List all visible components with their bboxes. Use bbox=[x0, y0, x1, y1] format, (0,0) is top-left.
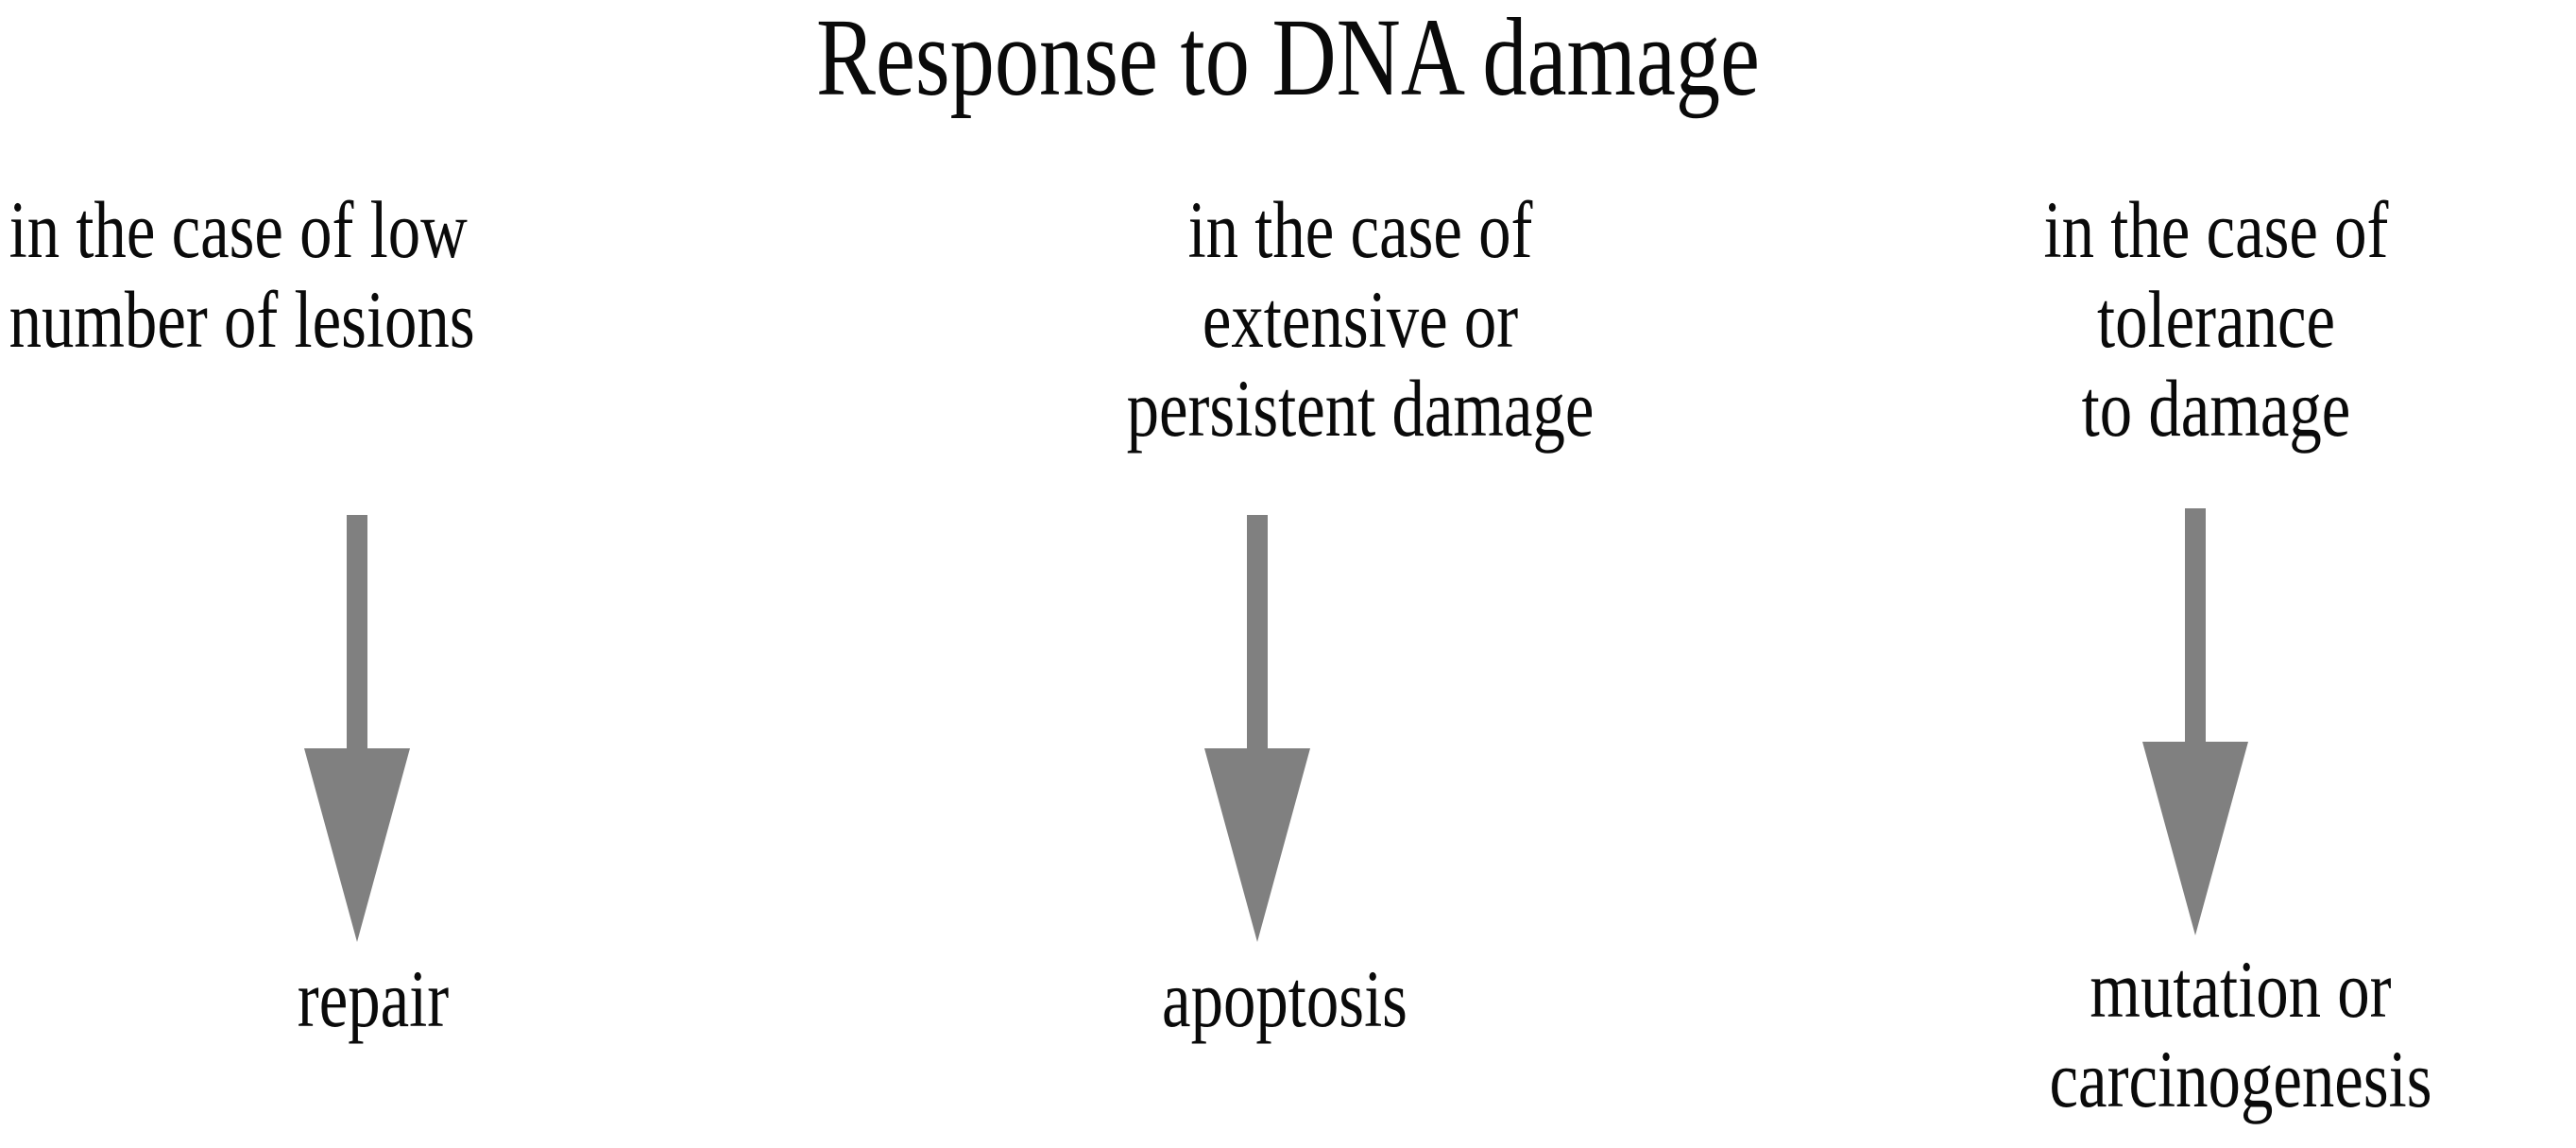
condition-label-repair: in the case of low number of lesions bbox=[0, 185, 620, 364]
down-arrow-icon bbox=[1204, 515, 1310, 942]
outcome-line: apoptosis bbox=[1162, 953, 1407, 1044]
condition-line: in the case of bbox=[1187, 184, 1533, 275]
page-title: Response to DNA damage bbox=[816, 0, 1760, 119]
condition-line: persistent damage bbox=[1126, 363, 1595, 454]
down-arrow-icon bbox=[2142, 508, 2248, 935]
outcome-line: carcinogenesis bbox=[2049, 1033, 2432, 1124]
condition-line: number of lesions bbox=[9, 273, 475, 365]
condition-line: in the case of low bbox=[9, 184, 468, 275]
condition-line: in the case of bbox=[2043, 184, 2389, 275]
outcome-label-apoptosis: apoptosis bbox=[960, 954, 1610, 1044]
condition-line: to damage bbox=[2081, 363, 2351, 454]
down-arrow-icon bbox=[304, 515, 410, 942]
outcome-line: repair bbox=[297, 953, 450, 1044]
outcome-line: mutation or bbox=[2090, 944, 2392, 1035]
outcome-label-mutation: mutation or carcinogenesis bbox=[1953, 945, 2529, 1123]
condition-line: tolerance bbox=[2096, 273, 2336, 365]
branch-mutation: in the case of tolerance to damage mutat… bbox=[1856, 0, 2576, 1148]
condition-label-apoptosis: in the case of extensive or persistent d… bbox=[1035, 185, 1685, 454]
branch-repair: in the case of low number of lesions rep… bbox=[0, 0, 775, 1148]
condition-line: extensive or bbox=[1202, 273, 1519, 365]
outcome-label-repair: repair bbox=[63, 954, 683, 1044]
condition-label-mutation: in the case of tolerance to damage bbox=[1928, 185, 2504, 454]
branch-apoptosis: in the case of extensive or persistent d… bbox=[954, 0, 1766, 1148]
